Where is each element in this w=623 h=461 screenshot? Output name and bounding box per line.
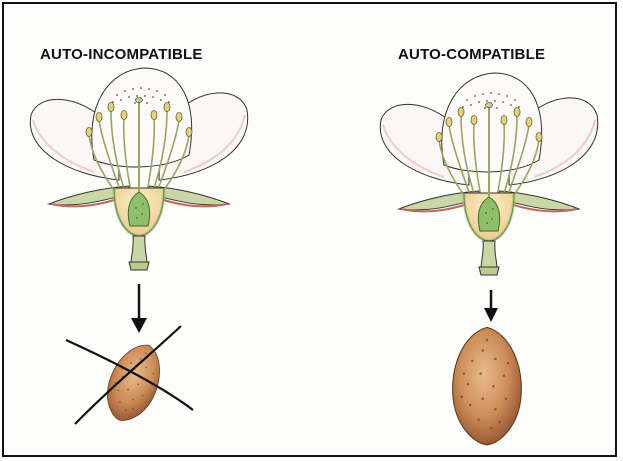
almond-seed-icon <box>453 327 522 445</box>
flower-icon <box>380 73 597 275</box>
arrow-down-icon <box>484 290 498 322</box>
arrow-down-icon <box>131 284 147 333</box>
label-auto-compatible: AUTO-COMPATIBLE <box>398 46 545 63</box>
almond-seed-icon <box>97 336 171 428</box>
label-auto-incompatible: AUTO-INCOMPATIBLE <box>40 46 203 63</box>
flower-icon <box>30 68 247 270</box>
